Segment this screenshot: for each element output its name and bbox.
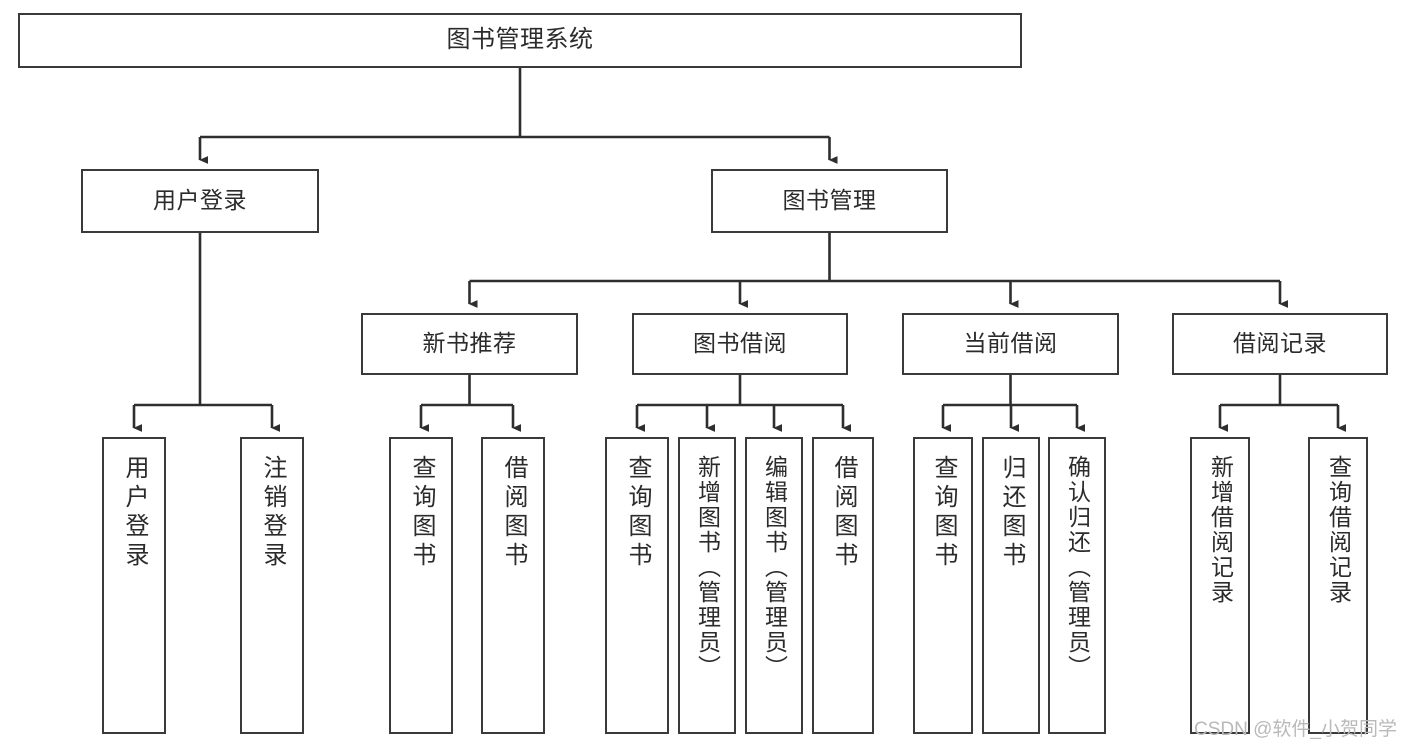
node-new-book-rec[interactable]: 新书推荐 [361,313,578,375]
node-label: 图书管理 [782,187,877,214]
node-label: 新增借阅记录 [1207,455,1234,605]
node-leaf-query-3[interactable]: 查询图书 [913,437,973,734]
node-label: 当前借阅 [963,330,1058,357]
node-label: 查询图书 [624,455,651,571]
node-leaf-query-rec[interactable]: 查询借阅记录 [1308,437,1368,734]
node-user-login[interactable]: 用户登录 [81,169,319,233]
node-borrow-record[interactable]: 借阅记录 [1172,313,1388,375]
node-leaf-query-2[interactable]: 查询图书 [605,437,669,734]
node-leaf-query-1[interactable]: 查询图书 [389,437,453,734]
node-leaf-add-rec[interactable]: 新增借阅记录 [1190,437,1250,734]
node-label: 借阅图书 [830,455,857,571]
node-book-borrow[interactable]: 图书借阅 [632,313,848,375]
node-leaf-confirm[interactable]: 确认归还（管理员） [1048,437,1106,734]
node-label: 查询图书 [408,455,435,571]
node-leaf-return[interactable]: 归还图书 [982,437,1040,734]
node-leaf-user-login[interactable]: 用户登录 [102,437,166,734]
node-leaf-borrow-1[interactable]: 借阅图书 [481,437,545,734]
csdn-watermark: CSDN @软件_小贺同学 [1194,719,1397,740]
node-label: 借阅记录 [1233,330,1327,357]
node-current-borrow[interactable]: 当前借阅 [902,313,1119,375]
node-label: 新书推荐 [422,330,517,357]
node-leaf-borrow-2[interactable]: 借阅图书 [812,437,874,734]
node-label: 新增图书（管理员） [694,455,721,680]
node-label: 编辑图书（管理员） [761,455,788,680]
node-book-manage[interactable]: 图书管理 [711,169,948,233]
node-label: 图书借阅 [693,330,787,357]
node-leaf-add-book[interactable]: 新增图书（管理员） [678,437,736,734]
node-label: 用户登录 [153,187,247,214]
node-root[interactable]: 图书管理系统 [18,13,1022,68]
node-leaf-logout[interactable]: 注销登录 [240,437,304,734]
node-label: 图书管理系统 [446,26,594,54]
node-label: 查询借阅记录 [1325,455,1352,605]
node-leaf-edit-book[interactable]: 编辑图书（管理员） [745,437,803,734]
node-label: 归还图书 [998,455,1025,571]
node-label: 借阅图书 [500,455,527,571]
node-label: 注销登录 [259,455,286,571]
node-label: 查询图书 [930,455,957,571]
node-label: 用户登录 [121,455,148,571]
node-label: 确认归还（管理员） [1064,455,1091,680]
